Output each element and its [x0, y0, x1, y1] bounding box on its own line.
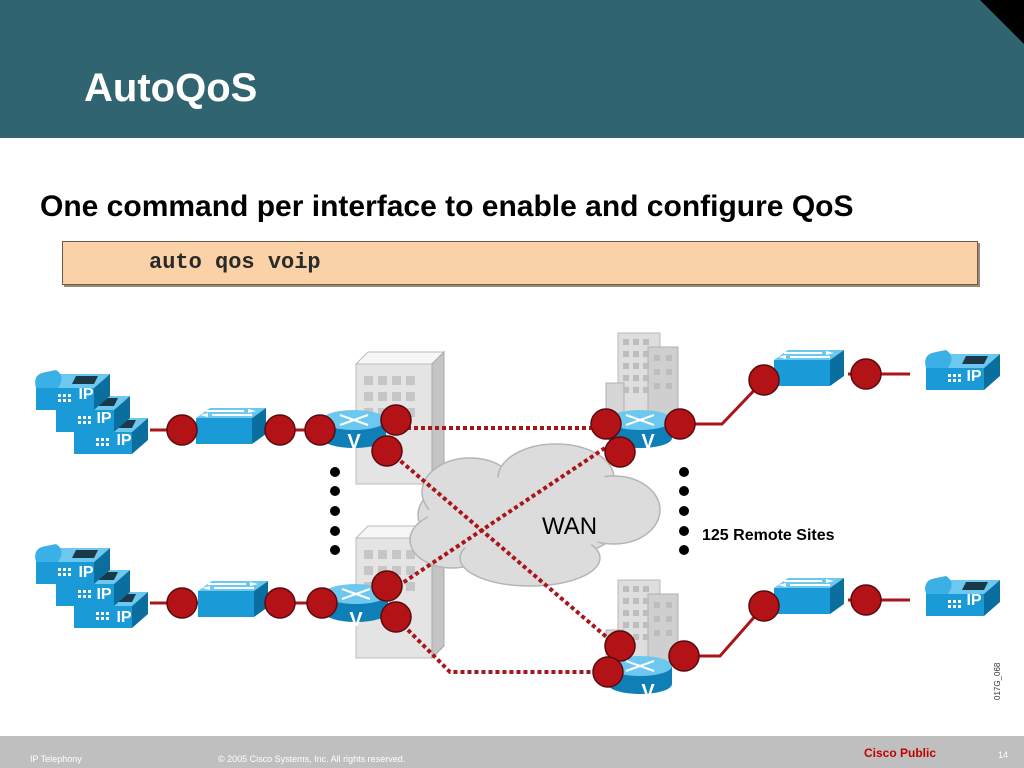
phone-label-4: IP — [78, 564, 93, 581]
switch-hq-bottom — [197, 580, 269, 618]
ip-phone-remote-top — [925, 350, 1000, 390]
phone-label-3: IP — [116, 432, 131, 449]
ip-phone-remote-bottom — [925, 576, 1000, 616]
slide-header: AutoQoS — [0, 0, 1024, 138]
page-number: 14 — [998, 750, 1009, 760]
remote-building-top — [605, 332, 679, 416]
ip-phone-bottom-1 — [35, 544, 110, 584]
switch-hq-top — [195, 407, 267, 445]
phone-label-1: IP — [78, 386, 93, 403]
slide-title: AutoQoS — [84, 66, 258, 110]
interface-dots — [166, 358, 882, 688]
command-text: auto qos voip — [149, 250, 321, 275]
router-label-2: V — [349, 609, 363, 631]
phone-label-2: IP — [96, 410, 111, 427]
phone-label-8: IP — [966, 592, 981, 609]
command-box: auto qos voip — [62, 241, 978, 285]
ellipsis-dots — [330, 467, 689, 555]
switch-remote-bottom — [773, 577, 845, 615]
router-label-4: V — [641, 681, 655, 703]
wan-label: WAN — [542, 513, 597, 540]
ip-phone-top-1 — [35, 370, 110, 410]
slide-subtitle: One command per interface to enable and … — [40, 190, 854, 223]
phone-label-5: IP — [96, 586, 111, 603]
switch-remote-top — [773, 349, 845, 387]
remote-sites-label: 125 Remote Sites — [702, 527, 835, 544]
phone-label-6: IP — [116, 609, 131, 626]
figure-id: 017G_068 — [993, 662, 1002, 700]
corner-triangle — [980, 0, 1024, 44]
slide-footer — [0, 736, 1024, 768]
wan-links — [388, 426, 612, 674]
router-label-3: V — [641, 431, 655, 453]
footer-classification: Cisco Public — [864, 746, 937, 760]
footer-copyright: © 2005 Cisco Systems, Inc. All rights re… — [218, 754, 406, 764]
phone-label-7: IP — [966, 368, 981, 385]
router-label-1: V — [347, 431, 361, 453]
footer-course: IP Telephony — [30, 754, 82, 764]
